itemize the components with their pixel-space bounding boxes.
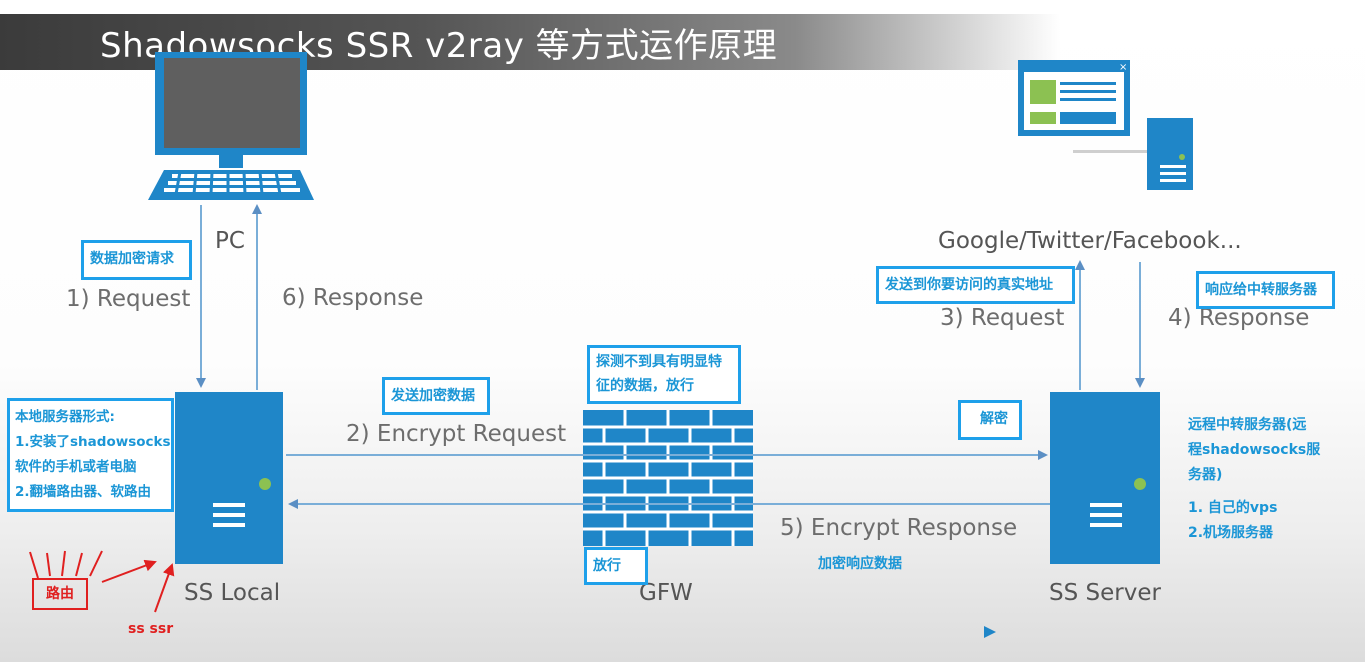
local-item-2: 软件的手机或者电脑 — [15, 459, 137, 475]
note-gfw-probe-line1: 探测不到具有明显特 — [596, 354, 722, 370]
ss-ssr-label: ss ssr — [128, 621, 174, 637]
request-3-label: 3) Request — [940, 305, 1065, 331]
website-icon: × — [1018, 60, 1130, 136]
encrypt-request-label: 2) Encrypt Request — [346, 421, 567, 447]
local-title: 本地服务器形式: — [15, 409, 115, 425]
local-item-1: 1.安装了shadowsocks — [15, 434, 171, 450]
remote-line-3: 务器) — [1188, 467, 1223, 483]
ss-server-label: SS Server — [1049, 580, 1161, 606]
remote-server-description: 远程中转服务器(远 程shadowsocks服 务器) 1. 自己的vps 2.… — [1188, 413, 1320, 546]
note-respond-to-relay: 响应给中转服务器 — [1196, 271, 1335, 309]
encrypt-response-label: 5) Encrypt Response — [780, 515, 1018, 541]
note-gfw-probe: 探测不到具有明显特 征的数据，放行 — [587, 345, 741, 404]
router-sketch-marks — [29, 550, 175, 613]
remote-item-1: 1. 自己的vps — [1188, 500, 1278, 516]
svg-text:×: × — [1119, 62, 1127, 73]
pc-label: PC — [215, 228, 245, 254]
ss-server-icon — [1050, 392, 1160, 564]
local-server-description: 本地服务器形式: 1.安装了shadowsocks 软件的手机或者电脑 2.翻墙… — [7, 398, 174, 512]
request-1-label: 1) Request — [66, 286, 191, 312]
note-decrypt: 解密 — [958, 400, 1022, 440]
site-connector-line — [1073, 150, 1147, 153]
note-allow: 放行 — [584, 547, 648, 585]
note-encrypted-response: 加密响应数据 — [818, 556, 902, 572]
pc-icon — [148, 52, 314, 200]
sites-label: Google/Twitter/Facebook... — [938, 228, 1242, 254]
router-label-box: 路由 — [32, 578, 88, 610]
response-4-label: 4) Response — [1168, 305, 1310, 331]
note-send-encrypted: 发送加密数据 — [382, 377, 490, 415]
remote-line-2: 程shadowsocks服 — [1188, 442, 1321, 458]
response-6-label: 6) Response — [282, 285, 424, 311]
ss-local-label: SS Local — [184, 580, 281, 606]
ss-local-icon — [175, 392, 283, 564]
local-item-3: 2.翻墙路由器、软路由 — [15, 484, 152, 500]
remote-item-2: 2.机场服务器 — [1188, 525, 1274, 541]
note-gfw-probe-line2: 征的数据，放行 — [596, 378, 694, 394]
remote-site-server-icon — [1147, 118, 1193, 190]
remote-line-1: 远程中转服务器(远 — [1188, 417, 1307, 433]
note-send-real-address: 发送到你要访问的真实地址 — [876, 266, 1075, 304]
play-icon[interactable] — [984, 626, 996, 638]
gfw-wall-icon — [583, 410, 753, 546]
note-encrypt-request: 数据加密请求 — [81, 240, 192, 280]
